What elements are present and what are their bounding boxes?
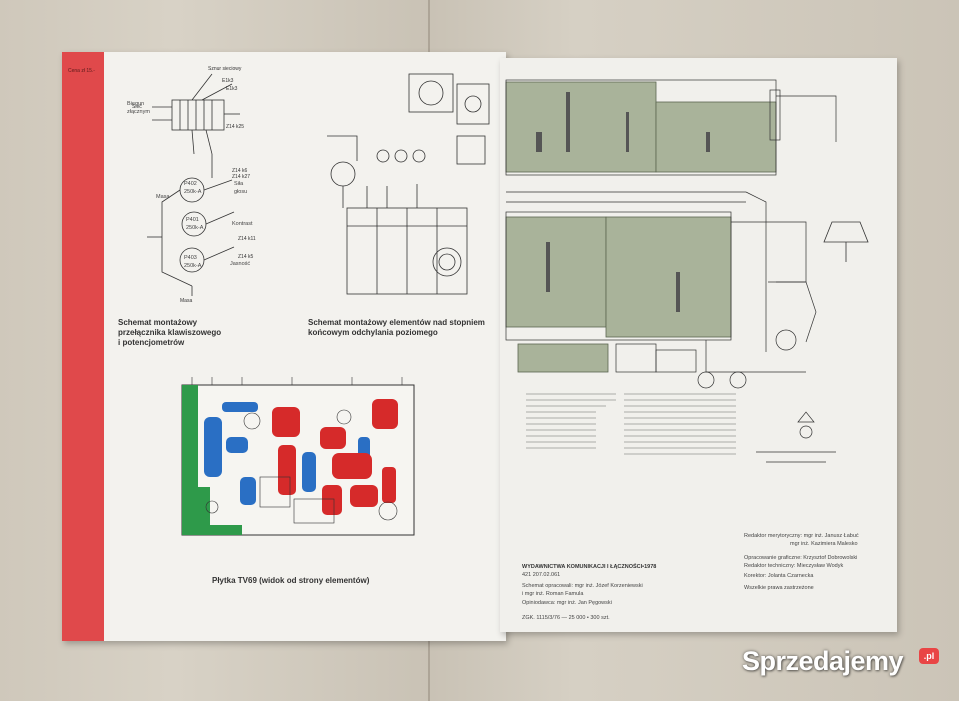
publisher-line: WYDAWNICTWA KOMUNIKACJI I ŁĄCZNOŚCI•1978 <box>522 564 657 570</box>
rights-line: Wszelkie prawa zastrzeżone <box>744 585 814 591</box>
corrector-line: Korektor: Jolanta Czarnecka <box>744 573 814 579</box>
right-page: WYDAWNICTWA KOMUNIKACJI I ŁĄCZNOŚCI•1978… <box>500 58 897 632</box>
caption-switch-schematic: Schemat montażowy przełącznika klawiszow… <box>118 318 222 347</box>
tv-circuit-diagram <box>505 79 869 463</box>
svg-text:Masa: Masa <box>180 298 192 304</box>
contrast-label: Kontrast <box>232 221 253 227</box>
left-page: Cena zł 15.- Sznur sieciowy E1k3 E1k3 Si… <box>62 52 506 641</box>
caption-deflection-schematic: Schemat montażowy elementów nad stopniem… <box>308 318 485 337</box>
publication-code: 421 207.02.061 <box>522 572 561 578</box>
svg-text:Z14 k25: Z14 k25 <box>226 124 244 130</box>
caption-board: Płytka TV69 (widok od strony elementów) <box>212 576 370 585</box>
brightness-label: Jasność <box>230 261 251 267</box>
svg-text:E1k3: E1k3 <box>222 78 234 84</box>
svg-text:Sieć: Sieć <box>132 104 142 110</box>
svg-text:Z14 k5: Z14 k5 <box>238 254 254 260</box>
watermark-badge: .pl <box>919 648 939 664</box>
watermark-logo: Sprzedajemy <box>742 646 904 676</box>
svg-text:Z14 k6: Z14 k6 <box>232 168 248 174</box>
switch-schematic: Sznur sieciowy E1k3 E1k3 Sieć Z14 k25 Z1… <box>132 66 256 304</box>
editor-line: Redaktor merytoryczny: mgr inż. Janusz Ł… <box>744 533 859 539</box>
svg-text:Z14 k27: Z14 k27 <box>232 174 250 180</box>
graphic-design-line: Opracowanie graficzne: Krzysztof Dobrowo… <box>744 555 858 561</box>
red-margin-band: Cena zł 15.- <box>62 52 104 641</box>
technical-editor-line: Redaktor techniczny: Mieczysław Wodyk <box>744 563 844 569</box>
reviewer-line: Opiniodawca: mgr inż. Jan Pęgowski <box>522 600 612 606</box>
mass-label-upper: Masa <box>156 194 170 200</box>
svg-text:Sznur sieciowy: Sznur sieciowy <box>208 66 242 72</box>
deflection-schematic <box>327 73 490 295</box>
editor-line-2: mgr inż. Kazimiera Malesko <box>790 541 858 547</box>
print-info: ZGK. 1115/3/76 — 25 000 • 300 szt. <box>522 615 610 621</box>
p402-label: P402 250k-A <box>184 181 202 195</box>
authors-line-2: i mgr inż. Roman Famula <box>522 591 584 597</box>
price-label: Cena zł 15.- <box>68 68 95 74</box>
p401-label: P401 250k-A <box>186 217 204 231</box>
authors-line-1: Schemat opracowali: mgr inż. Józef Korze… <box>522 583 643 589</box>
volume-label: Siła głosu <box>234 181 248 195</box>
terminal-label: Biegun złącznym <box>127 101 150 115</box>
pcb-board-tv69 <box>181 377 415 536</box>
p403-label: P403 250k-A <box>184 255 202 269</box>
svg-text:E1k3: E1k3 <box>226 86 238 92</box>
svg-text:Z14 k11: Z14 k11 <box>238 236 256 242</box>
